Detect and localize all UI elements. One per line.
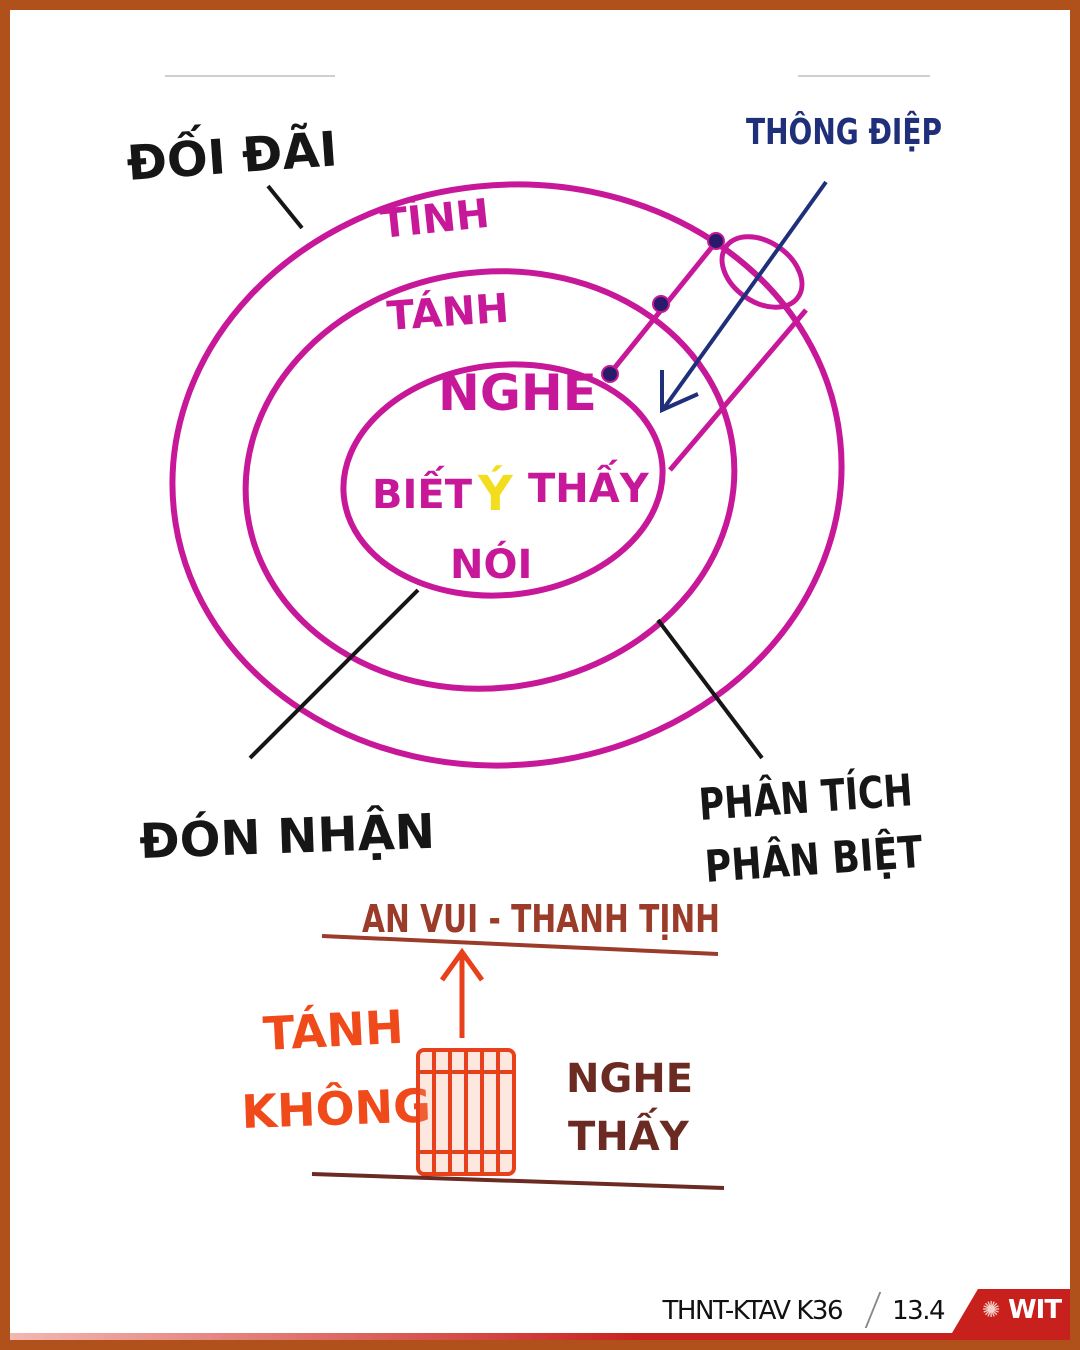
tube-dot-middle — [652, 295, 670, 313]
label-doi-dai: ĐỐI ĐÃI — [124, 114, 339, 192]
footer-divider — [864, 1292, 882, 1328]
leader-phan-tich — [656, 618, 764, 760]
label-thay: THẤY — [528, 458, 650, 512]
label-tinh: TÌNH — [378, 189, 492, 248]
ground-line — [311, 1172, 725, 1190]
sun-icon: ✺ — [982, 1298, 1001, 1323]
leader-don-nhan — [248, 588, 420, 760]
label-tanh-khong-1: TÁNH — [262, 1000, 405, 1061]
footer-rule — [10, 1333, 1070, 1340]
up-arrow-head — [439, 947, 485, 982]
stacked-columns — [416, 1048, 516, 1176]
label-tanh-khong-2: KHÔNG — [240, 1078, 431, 1139]
label-phan-tich: PHÂN TÍCH — [697, 763, 914, 831]
label-nghe-thay-1: NGHE — [566, 1056, 693, 1102]
label-y: Ý — [477, 465, 514, 522]
brand-logo: WIT — [1008, 1295, 1062, 1325]
message-arrow-head — [660, 370, 699, 414]
label-tanh: TÁNH — [385, 284, 510, 340]
diagram: ĐỐI ĐÃI THÔNG ĐIỆP TÌNH TÁNH NGHE BIẾT Ý… — [124, 75, 942, 1190]
an-vui-underline — [321, 934, 719, 956]
tube-dot-outer — [707, 232, 725, 250]
footer: THNT-KTAV K36 13.4 ✺ WIT — [10, 1270, 1070, 1340]
label-nghe: NGHE — [438, 364, 597, 422]
message-arrow-shaft — [662, 180, 828, 410]
course-code: THNT-KTAV K36 — [662, 1296, 844, 1326]
tube-edge-bottom — [668, 308, 808, 472]
page-number: 13.4 — [892, 1296, 945, 1326]
tube-dot-inner — [601, 365, 619, 383]
label-noi: NÓI — [450, 540, 532, 588]
label-don-nhan: ĐÓN NHẬN — [138, 803, 435, 870]
middle-ring — [242, 268, 738, 692]
outer-ring — [169, 181, 845, 769]
leader-doi-dai — [266, 184, 304, 230]
label-phan-biet: PHÂN BIỆT — [703, 825, 924, 893]
inner-ring — [340, 361, 666, 599]
label-thong-diep: THÔNG ĐIỆP — [746, 110, 942, 153]
label-biet: BIẾT — [372, 464, 473, 518]
brand-badge: ✺ WIT — [952, 1289, 1070, 1333]
label-an-vui: AN VUI - THANH TỊNH — [362, 897, 720, 941]
slide-frame: ĐỐI ĐÃI THÔNG ĐIỆP TÌNH TÁNH NGHE BIẾT Ý… — [10, 10, 1070, 1340]
label-nghe-thay-2: THẤY — [568, 1106, 690, 1160]
